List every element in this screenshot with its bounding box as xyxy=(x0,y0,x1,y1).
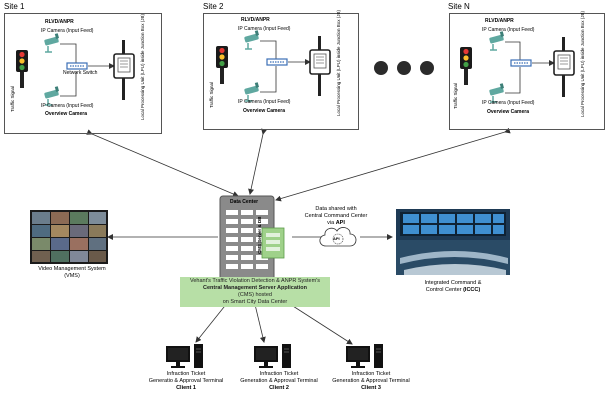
api-cloud-label: API xyxy=(333,236,340,241)
cms-server-label: CMS Server & DB xyxy=(257,216,262,254)
ip-camera-top-label: IP Camera (Input Feed) xyxy=(482,27,535,33)
network-switch-icon xyxy=(510,59,532,67)
ip-camera-bottom-label: IP Camera (Input Feed) xyxy=(482,100,535,106)
rlvd-label: RLVD/ANPR xyxy=(241,17,270,23)
vms-screen-image xyxy=(30,210,108,264)
rlvd-label: RLVD/ANPR xyxy=(485,18,514,24)
site-2-box xyxy=(203,13,359,130)
vms-label: Video Management System (VMS) xyxy=(38,266,106,279)
client-2-pc-icon xyxy=(253,343,292,369)
client-3-label: Infraction Ticket Generation & Approval … xyxy=(332,371,410,391)
site-n-title: Site N xyxy=(448,2,470,11)
traffic-signal-label: Traffic Signal xyxy=(453,82,458,109)
site-1-box xyxy=(4,13,162,134)
cms-description: Vehant's Traffic Violation Detection & A… xyxy=(180,277,330,307)
site-n-graphics xyxy=(460,30,575,103)
overview-camera-label: Overview Camera xyxy=(243,108,285,114)
client-1-label: Infraction Ticket Generatio & Approval T… xyxy=(148,371,224,391)
client-1-pc-icon xyxy=(165,343,204,369)
lpu-label: Local Processing Unit (LPU) inside Junct… xyxy=(140,13,145,120)
site-2-title: Site 2 xyxy=(203,2,224,11)
api-cloud-icon xyxy=(319,227,357,247)
overview-camera-label: Overview Camera xyxy=(487,109,529,115)
ip-camera-top-label: IP Camera (Input Feed) xyxy=(41,28,94,34)
traffic-signal-label: Traffic Signal xyxy=(10,85,15,112)
network-switch-icon xyxy=(66,62,88,70)
client-3-pc-icon xyxy=(345,343,384,369)
traffic-signal-label: Traffic Signal xyxy=(209,81,214,108)
client-2-label: Infraction Ticket Generation & Approval … xyxy=(240,371,318,391)
rlvd-label: RLVD/ANPR xyxy=(45,19,74,25)
data-center-title: Data Center xyxy=(230,199,259,205)
ip-camera-top-label: IP Camera (Input Feed) xyxy=(238,26,291,32)
ip-camera-bottom-label: IP Camera (Input Feed) xyxy=(238,99,291,105)
lpu-label: Local Processing Unit (LPU) inside Junct… xyxy=(580,10,585,117)
ip-camera-bottom-label: IP Camera (Input Feed) xyxy=(41,103,94,109)
network-switch-icon xyxy=(266,58,288,66)
iccc-label: Integrated Command & Control Center (ICC… xyxy=(424,280,482,293)
network-switch-label: Network Switch xyxy=(63,70,98,76)
site-2-graphics xyxy=(216,29,331,102)
data-center-server-icon xyxy=(219,195,285,291)
site-1-title: Site 1 xyxy=(4,2,25,11)
overview-camera-label: Overview Camera xyxy=(45,111,87,117)
api-description: Data shared with Central Command Center … xyxy=(304,206,368,226)
lpu-label: Local Processing Unit (LPU) inside Junct… xyxy=(336,9,341,116)
site-n-box xyxy=(449,13,605,130)
iccc-control-room-image xyxy=(396,209,510,275)
site-1-graphics xyxy=(16,32,135,106)
